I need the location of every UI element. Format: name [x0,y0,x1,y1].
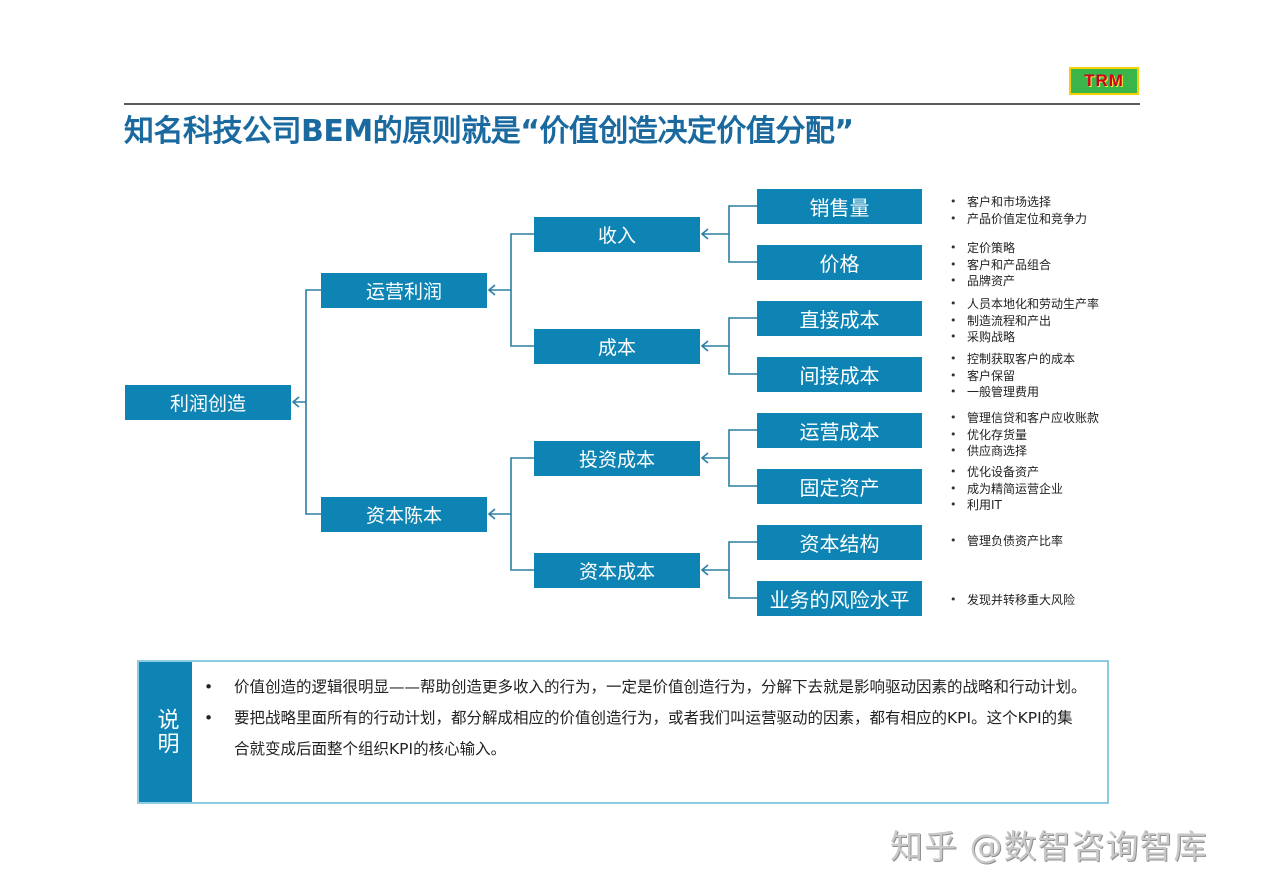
note-item: 制造流程和产出 [950,313,1099,330]
node-business-risk: 业务的风险水平 [757,581,922,616]
note-item: 优化存货量 [950,427,1099,444]
watermark: 知乎 @数智咨询智库 [890,827,1208,866]
header-divider [124,103,1140,105]
node-capital-cost-main: 资本陈本 [321,497,487,532]
arrow-root-icon [291,396,306,408]
page-title: 知名科技公司BEM的原则就是“价值创造决定价值分配” [124,114,854,149]
arrow-l2-1-icon [700,228,729,240]
note-item: 一般管理费用 [950,384,1075,401]
notes-direct-cost: 人员本地化和劳动生产率 制造流程和产出 采购战略 [950,296,1099,346]
node-capital-structure: 资本结构 [757,525,922,560]
note-item: 发现并转移重大风险 [950,592,1075,609]
node-cost: 成本 [534,329,700,364]
explanation-box: 说明 价值创造的逻辑很明显——帮助创造更多收入的行为，一定是价值创造行为，分解下… [137,660,1109,804]
notes-indirect-cost: 控制获取客户的成本 客户保留 一般管理费用 [950,351,1075,401]
explanation-body: 价值创造的逻辑很明显——帮助创造更多收入的行为，一定是价值创造行为，分解下去就是… [192,662,1107,802]
note-item: 控制获取客户的成本 [950,351,1075,368]
note-item: 管理负债资产比率 [950,533,1063,550]
node-investment-cost: 投资成本 [534,441,700,476]
arrow-l2-3-icon [700,452,729,464]
note-item: 管理信贷和客户应收账款 [950,410,1099,427]
notes-price: 定价策略 客户和产品组合 品牌资产 [950,240,1051,290]
note-item: 品牌资产 [950,273,1051,290]
arrow-l1-top-icon [487,284,511,296]
node-operating-cost: 运营成本 [757,413,922,448]
connector-l1-bottom [510,457,534,571]
node-sales-volume: 销售量 [757,189,922,224]
note-item: 客户保留 [950,368,1075,385]
notes-fixed-assets: 优化设备资产 成为精简运营企业 利用IT [950,464,1063,514]
node-price: 价格 [757,245,922,280]
arrow-l2-2-icon [700,340,729,352]
connector-l1-top [510,233,534,347]
connector-root [305,289,321,515]
node-direct-cost: 直接成本 [757,301,922,336]
arrow-l1-bottom-icon [487,508,511,520]
notes-business-risk: 发现并转移重大风险 [950,592,1075,609]
note-item: 客户和市场选择 [950,194,1087,211]
arrow-l2-4-icon [700,564,729,576]
note-item: 利用IT [950,497,1063,514]
note-item: 定价策略 [950,240,1051,257]
company-logo: TRM [1069,67,1139,95]
explanation-item: 要把战略里面所有的行动计划，都分解成相应的价值创造行为，或者我们叫运营驱动的因素… [204,703,1087,765]
note-item: 客户和产品组合 [950,257,1051,274]
notes-capital-structure: 管理负债资产比率 [950,533,1063,550]
notes-operating-cost: 管理信贷和客户应收账款 优化存货量 供应商选择 [950,410,1099,460]
note-item: 供应商选择 [950,443,1099,460]
note-item: 优化设备资产 [950,464,1063,481]
note-item: 人员本地化和劳动生产率 [950,296,1099,313]
node-indirect-cost: 间接成本 [757,357,922,392]
note-item: 产品价值定位和竞争力 [950,211,1087,228]
explanation-tab: 说明 [139,662,192,802]
node-profit-creation: 利润创造 [125,385,291,420]
node-fixed-assets: 固定资产 [757,469,922,504]
node-operating-profit: 运营利润 [321,273,487,308]
node-capital-cost: 资本成本 [534,553,700,588]
notes-sales-volume: 客户和市场选择 产品价值定位和竞争力 [950,194,1087,227]
logo-text: TRM [1084,71,1124,90]
note-item: 成为精简运营企业 [950,481,1063,498]
note-item: 采购战略 [950,329,1099,346]
explanation-item: 价值创造的逻辑很明显——帮助创造更多收入的行为，一定是价值创造行为，分解下去就是… [204,672,1087,703]
node-revenue: 收入 [534,217,700,252]
